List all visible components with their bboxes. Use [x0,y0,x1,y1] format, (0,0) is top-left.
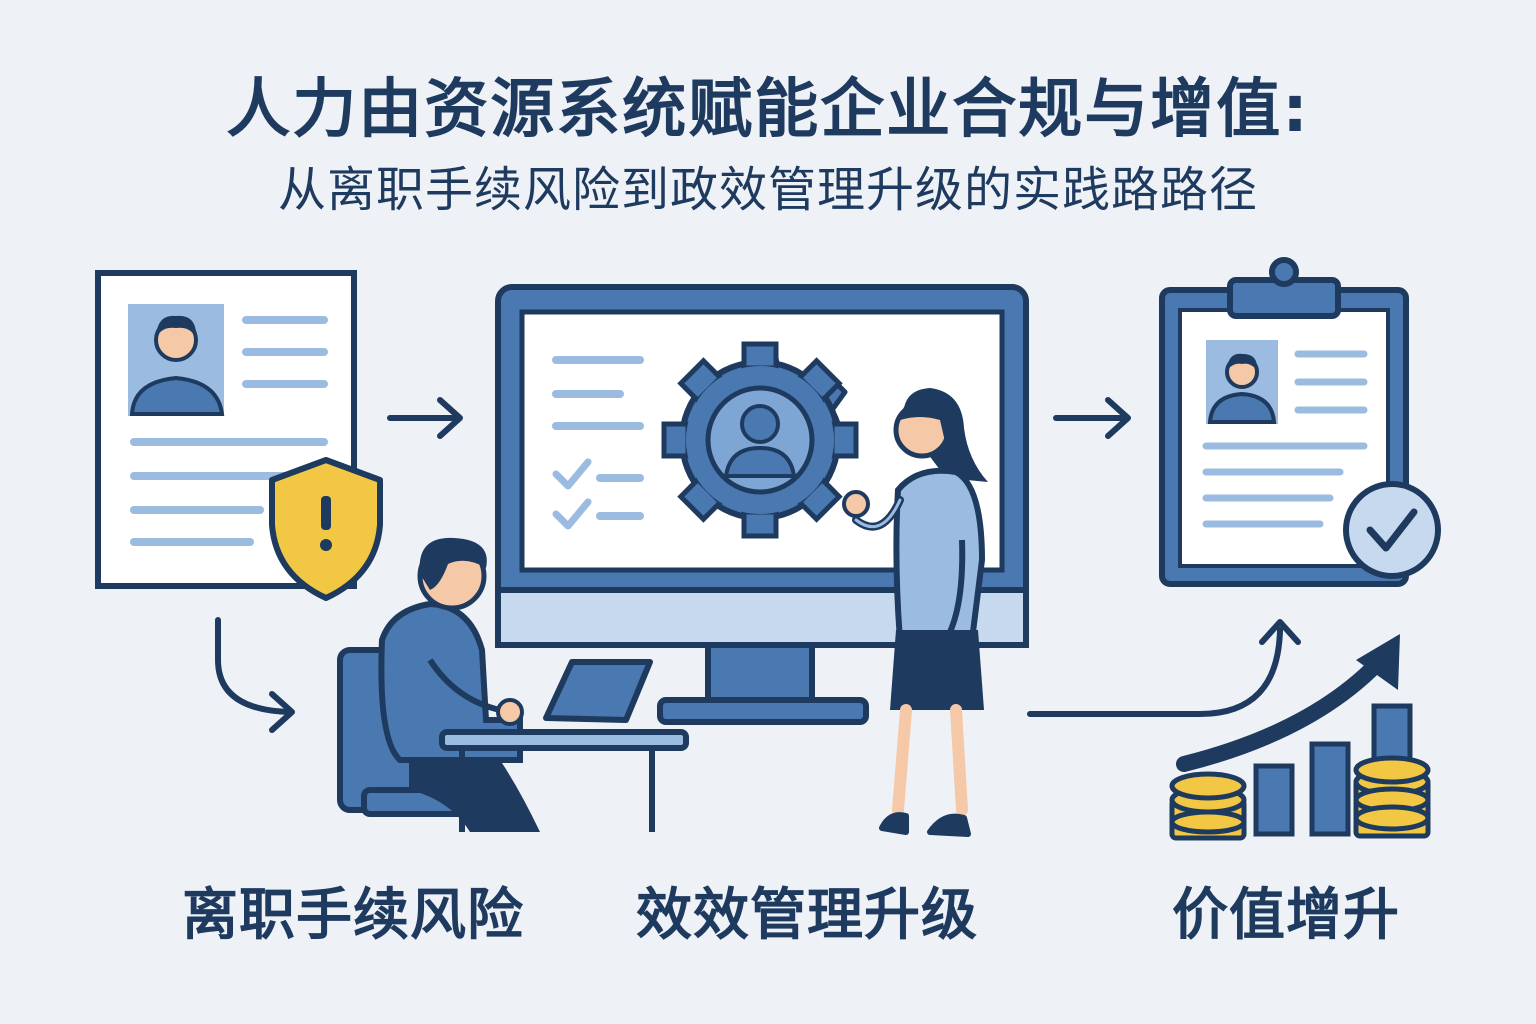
caption-management: 效效管理升级 [636,883,978,948]
page-title: 人力由资源系统赋能企业合规与增值: [226,73,1310,147]
standing-woman-figure [842,388,988,837]
seated-man-figure [337,537,540,832]
warning-shield-icon [269,457,383,601]
caption-risk: 离职手续风险 [182,883,524,948]
growth-arrow-icon [1176,634,1400,772]
arrow-down-right-icon [215,617,295,733]
page-subtitle: 从离职手续风险到政效管理升级的实践路路径 [277,162,1258,218]
arrow-up-curve-icon [1027,619,1301,717]
coin-stack-icon [1353,755,1431,839]
check-badge-icon [1343,481,1441,579]
arrow-right-icon [1053,397,1131,439]
laptop-icon [439,659,689,832]
arrow-right-icon [387,397,463,439]
coin-stack-icon [1169,771,1247,841]
caption-value: 价值增升 [1172,883,1400,948]
gear-user-icon [661,341,859,539]
